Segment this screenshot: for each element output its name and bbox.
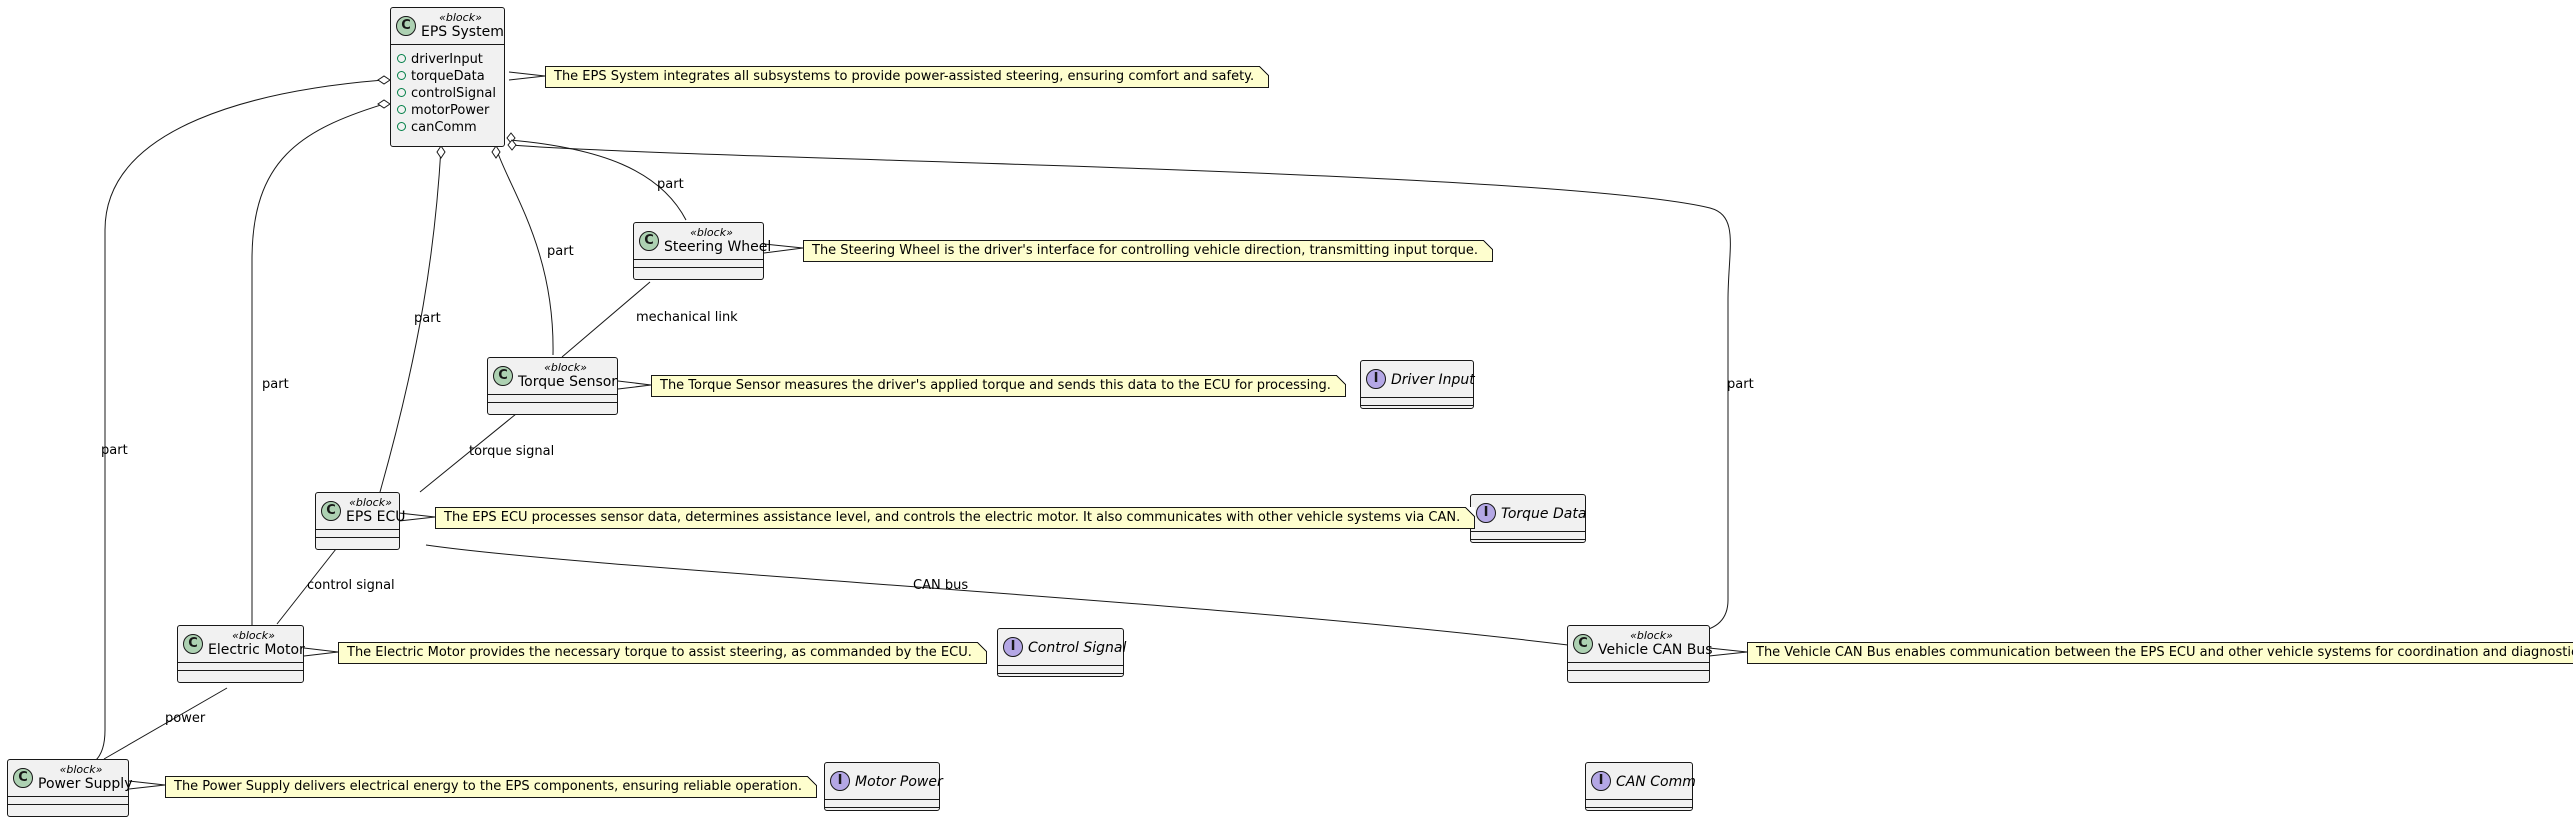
attribute-can-comm: canComm [391,119,504,136]
note-link-eps-system [508,71,546,81]
note-vehicle-can-bus: The Vehicle CAN Bus enables communicatio… [1747,642,2573,664]
public-visibility-icon [397,105,406,114]
block-name: Power Supply [38,776,133,792]
edge-label-torque-signal: torque signal [469,444,555,459]
aggregation-diamond-electric-motor [377,99,391,109]
note-eps-ecu: The EPS ECU processes sensor data, deter… [435,507,1476,529]
interface-motor-power[interactable]: I Motor Power [824,762,943,811]
edge-label-part-eps-ecu: part [414,311,441,326]
note-link-vehicle-can-bus [1708,647,1748,657]
class-icon: C [13,768,33,788]
edge-power [103,687,228,760]
interface-can-comm[interactable]: I CAN Comm [1585,762,1696,811]
edge-part-eps-ecu [379,147,442,493]
edge-torque-signal [419,413,517,493]
class-icon: C [1573,634,1593,654]
interface-name: Control Signal [1028,640,1127,656]
note-torque-sensor: The Torque Sensor measures the driver's … [651,375,1346,397]
edge-label-part-steering-wheel: part [657,177,684,192]
block-stereotype: «block» [232,629,275,642]
interface-name: Torque Data [1501,506,1587,522]
block-steering-wheel[interactable]: C «block» Steering Wheel [633,222,772,280]
edge-part-power-supply [94,79,385,762]
block-name: EPS System [421,24,504,40]
edge-part-electric-motor [251,103,385,632]
interface-icon: I [1476,503,1496,523]
note-link-electric-motor [303,647,339,657]
note-link-power-supply [128,780,166,790]
block-stereotype: «block» [439,11,482,24]
interface-icon: I [1366,369,1386,389]
interface-name: Motor Power [855,774,943,790]
interface-name: CAN Comm [1616,774,1696,790]
edge-control-signal [276,548,337,625]
edge-label-part-power-supply: part [101,443,128,458]
edge-part-torque-sensor [495,147,554,356]
class-icon: C [183,634,203,654]
edge-label-power: power [165,711,206,726]
edge-label-part-torque-sensor: part [547,244,574,259]
block-eps-system[interactable]: C «block» EPS System driverInput torqueD… [390,7,505,147]
aggregation-diamond-eps-ecu [436,145,446,159]
edge-label-part-electric-motor: part [262,377,289,392]
block-torque-sensor[interactable]: C «block» Torque Sensor [487,357,618,415]
note-eps-system: The EPS System integrates all subsystems… [545,66,1270,88]
note-steering-wheel: The Steering Wheel is the driver's inter… [803,240,1493,262]
block-stereotype: «block» [544,361,587,374]
public-visibility-icon [397,88,406,97]
class-icon: C [396,16,416,36]
block-name: EPS ECU [346,509,406,525]
public-visibility-icon [397,54,406,63]
edge-part-steering-wheel [509,139,687,221]
class-icon: C [493,366,513,386]
block-name: Torque Sensor [518,374,618,390]
interface-torque-data[interactable]: I Torque Data [1470,494,1586,543]
edge-part-vehicle-can-bus [510,144,1731,633]
note-electric-motor: The Electric Motor provides the necessar… [338,642,987,664]
block-stereotype: «block» [1630,629,1673,642]
interface-icon: I [830,771,850,791]
edge-mechanical-link [561,281,651,358]
aggregation-diamond-torque-sensor [491,145,501,159]
attribute-driver-input: driverInput [391,51,504,68]
block-name: Steering Wheel [664,239,772,255]
note-power-supply: The Power Supply delivers electrical ene… [165,776,817,798]
edge-label-mechanical-link: mechanical link [636,310,738,325]
block-electric-motor[interactable]: C «block» Electric Motor [177,625,305,683]
interface-control-signal[interactable]: I Control Signal [997,628,1127,677]
note-link-torque-sensor [617,380,652,390]
block-name: Vehicle CAN Bus [1598,642,1713,658]
edge-label-can-bus: CAN bus [913,578,969,593]
attribute-torque-data: torqueData [391,68,504,85]
block-name: Electric Motor [208,642,305,658]
interface-name: Driver Input [1391,372,1475,388]
block-stereotype: «block» [349,496,392,509]
class-icon: C [639,231,659,251]
public-visibility-icon [397,71,406,80]
class-icon: C [321,501,341,521]
block-vehicle-can-bus[interactable]: C «block» Vehicle CAN Bus [1567,625,1713,683]
block-eps-ecu[interactable]: C «block» EPS ECU [315,492,406,550]
block-power-supply[interactable]: C «block» Power Supply [7,759,133,817]
attribute-motor-power: motorPower [391,102,504,119]
interface-icon: I [1003,637,1023,657]
block-stereotype: «block» [59,763,103,776]
interface-driver-input[interactable]: I Driver Input [1360,360,1475,409]
aggregation-diamond-vehicle-can-bus [507,139,517,151]
edge-label-part-vehicle-can-bus: part [1727,377,1754,392]
block-stereotype: «block» [690,226,733,239]
edge-can-bus [425,544,1569,646]
edge-label-control-signal: control signal [307,578,395,593]
public-visibility-icon [397,122,406,131]
attribute-control-signal: controlSignal [391,85,504,102]
aggregation-diamond-power-supply [377,75,391,85]
interface-icon: I [1591,771,1611,791]
